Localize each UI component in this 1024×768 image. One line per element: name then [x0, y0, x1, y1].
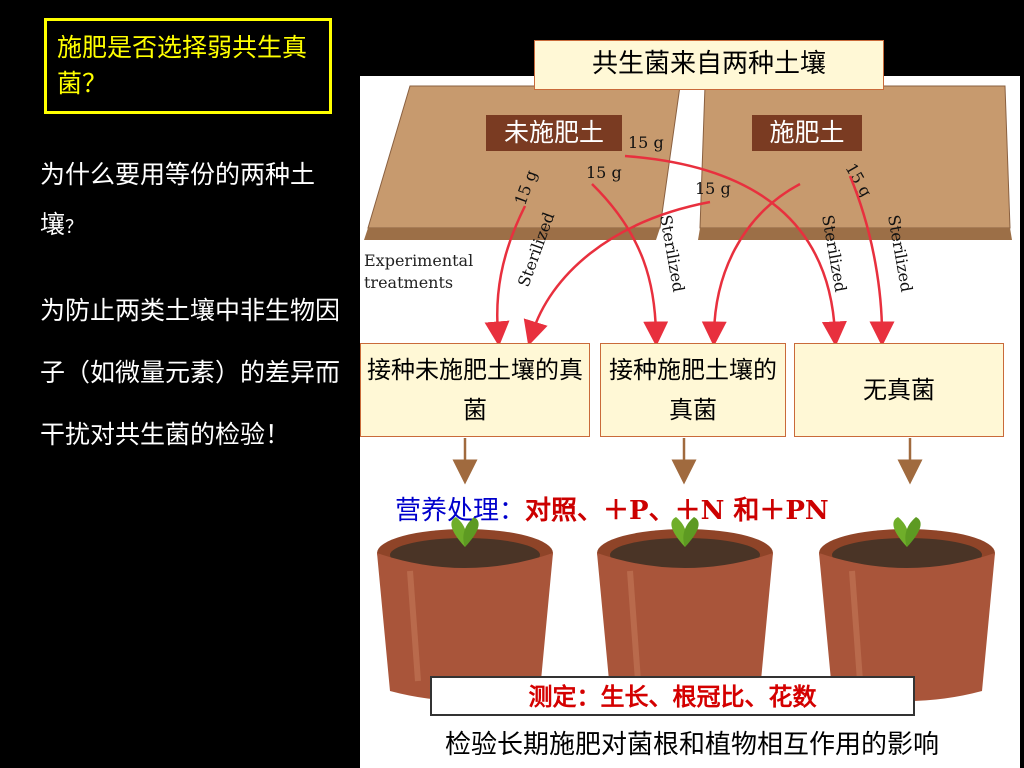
arrow-6 — [848, 175, 895, 347]
experimental-treatments-label: Experimental treatments — [364, 251, 478, 292]
arrow-2 — [523, 200, 711, 346]
arrow-5 — [624, 154, 847, 347]
nutrient-treatment-line: 营养处理：对照、＋P、＋N 和＋PN — [395, 490, 829, 527]
weight-label-1: 15 g — [628, 133, 664, 152]
sterilized-label-2: Sterilized — [656, 213, 688, 293]
question-title: 施肥是否选择弱共生真菌？ — [57, 33, 308, 98]
answer-text: 为防止两类土壤中非生物因子（如微量元素）的差异而干扰对共生菌的检验！ — [40, 296, 341, 449]
measurement-box: 测定：生长、根冠比、花数 — [430, 676, 915, 716]
question2-mark: ？ — [65, 217, 84, 238]
tag-unfertilized-soil: 未施肥土 — [486, 115, 622, 151]
arrow-4 — [701, 182, 801, 347]
treatment-1-label: 接种未施肥土壤的真菌 — [367, 356, 583, 424]
pot-3 — [819, 517, 995, 701]
seedling-3-leaf-left — [893, 517, 909, 547]
seedling-1-leaf-right — [463, 517, 479, 547]
question2-text: 为什么要用等份的两种土壤 — [40, 160, 316, 239]
treatment-box-1: 接种未施肥土壤的真菌 — [360, 343, 590, 437]
nutrient-values: 对照、＋P、＋N 和＋PN — [525, 496, 829, 526]
question-why-equal-soil: 为什么要用等份的两种土壤？ — [40, 150, 355, 253]
seedling-3-leaf-right — [905, 517, 921, 547]
footer-caption: 检验长期施肥对菌根和植物相互作用的影响 — [444, 730, 939, 760]
weight-label-3: 15 g — [695, 179, 731, 198]
top-title-box: 共生菌来自两种土壤 — [534, 40, 884, 90]
seedling-1-leaf-left — [451, 517, 467, 547]
seedling-2-leaf-right — [683, 517, 699, 547]
seedling-2-leaf-left — [671, 517, 687, 547]
pot-1 — [377, 517, 553, 701]
arrow-1 — [484, 205, 527, 347]
weight-label-2: 15 g — [586, 163, 622, 182]
treatment-3-label: 无真菌 — [863, 376, 935, 404]
tag-fertilized-soil: 施肥土 — [752, 115, 862, 151]
treatment-box-3: 无真菌 — [794, 343, 1004, 437]
soil-slab-fertilized — [699, 85, 1011, 229]
pot-2 — [597, 517, 773, 701]
question-title-box: 施肥是否选择弱共生真菌？ — [44, 18, 332, 114]
arrow-3 — [591, 183, 669, 347]
treatment-2-label: 接种施肥土壤的真菌 — [609, 356, 777, 424]
treatment-box-2: 接种施肥土壤的真菌 — [600, 343, 786, 437]
nutrient-prefix: 营养处理： — [395, 496, 526, 526]
